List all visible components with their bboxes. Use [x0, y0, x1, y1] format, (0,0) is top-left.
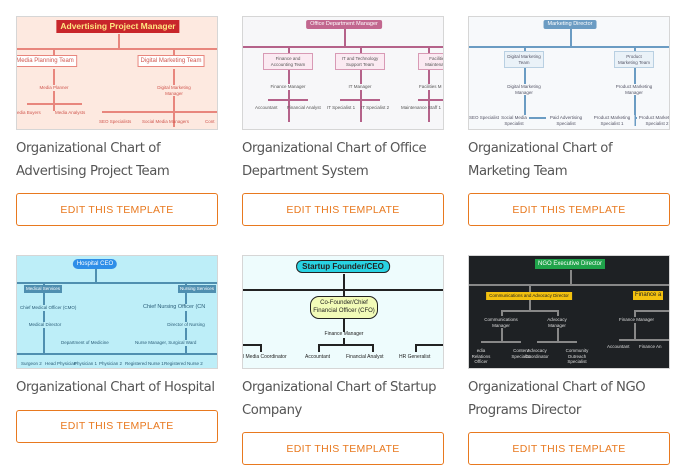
thumb-root-node: NGO Executive Director: [534, 259, 606, 269]
thumb-node: Financial Analyst: [287, 105, 321, 110]
edit-template-button[interactable]: EDIT THIS TEMPLATE: [16, 409, 218, 443]
thumb-node: Maintenance Staff 1: [401, 105, 441, 110]
thumb-node: Head Physician: [45, 361, 77, 366]
template-title[interactable]: Organizational Chart of Startup Company: [242, 380, 437, 418]
edit-template-button[interactable]: EDIT THIS TEMPLATE: [468, 193, 670, 226]
thumb-node: Cont: [205, 119, 215, 124]
template-card: Marketing Director Digital Marketing Tea…: [468, 16, 670, 226]
thumb-root-node: Startup Founder/CEO: [296, 260, 390, 273]
template-title[interactable]: Organizational Chart of Advertising Proj…: [16, 141, 170, 179]
template-title[interactable]: Organizational Chart of Hospital: [16, 380, 215, 395]
thumb-node: Media Planning Team: [17, 55, 77, 67]
template-thumbnail[interactable]: Startup Founder/CEO Co-Founder/Chief Fin…: [242, 255, 444, 369]
thumb-node: Director of Nursing: [167, 322, 205, 328]
template-thumbnail[interactable]: Hospital CEO Medical Services Nursing Se…: [16, 255, 218, 369]
thumb-node: Finance Manager: [324, 331, 364, 338]
template-thumbnail[interactable]: Office Department Manager Finance and Ac…: [242, 16, 444, 130]
thumb-node: Product Marketing Team: [614, 51, 654, 68]
thumb-node: Digital Marketing Manager: [504, 84, 544, 95]
thumb-root-node: Advertising Project Manager: [56, 20, 180, 33]
thumb-root-node: Hospital CEO: [72, 259, 118, 269]
thumb-node: HR Generalist: [399, 354, 431, 360]
thumb-node: Social Media Specialist: [499, 115, 529, 126]
thumb-node: Department of Medicine: [61, 340, 109, 346]
template-card: Office Department Manager Finance and Ac…: [242, 16, 444, 226]
thumb-node: Media Analysts: [55, 110, 86, 115]
template-thumbnail[interactable]: Advertising Project Manager Media Planni…: [16, 16, 218, 130]
thumb-node: SEO Specialist: [469, 115, 500, 121]
thumb-node: Chief Medical Officer (CMO): [20, 305, 77, 311]
thumb-node: Product Marketing Manager: [614, 84, 654, 95]
thumb-node: edia Relations Officer: [471, 348, 491, 364]
thumb-node: Co-Founder/Chief Financial Officer (CFO): [310, 296, 378, 319]
thumb-node: Chief Nursing Officer (CN: [143, 304, 206, 311]
template-thumbnail[interactable]: Marketing Director Digital Marketing Tea…: [468, 16, 670, 130]
template-title[interactable]: Organizational Chart of NGO Programs Dir…: [468, 380, 646, 418]
template-title[interactable]: Organizational Chart of Office Departmen…: [242, 141, 427, 179]
thumb-node: Accountant: [255, 105, 278, 110]
thumb-node: IT and Technology Support Team: [335, 53, 385, 70]
edit-template-button[interactable]: EDIT THIS TEMPLATE: [242, 193, 444, 226]
thumb-node: Accountant: [607, 344, 630, 349]
thumb-node: Medical Services: [23, 285, 63, 293]
thumb-node: Nursing Services: [177, 285, 217, 293]
thumb-node: Finance and Accounting Team: [263, 53, 313, 70]
thumb-node: Finance Manager: [619, 317, 655, 323]
thumb-node: Digital Marketing Manager: [154, 85, 194, 96]
thumb-node: Product Marketing Specialist 1: [589, 115, 635, 126]
thumb-node: Facilities Maintenance: [418, 53, 443, 70]
thumb-node: l Media Coordinator: [243, 354, 287, 360]
thumb-node: IT Specialist 2: [361, 105, 390, 110]
thumb-node: Digital Marketing Team: [504, 51, 544, 68]
thumb-node: Financial Analyst: [346, 354, 384, 360]
template-card: Hospital CEO Medical Services Nursing Se…: [16, 255, 218, 443]
thumb-root-node: Marketing Director: [543, 20, 597, 29]
thumb-node: Nurse Manager, Surgical Ward: [135, 340, 197, 346]
thumb-node: Medical Director: [28, 322, 62, 328]
thumb-node: Physician 1: [74, 361, 98, 366]
thumb-node: Accountant: [305, 354, 331, 360]
thumb-root-node: Office Department Manager: [306, 20, 382, 29]
thumb-node: IT Specialist 1: [327, 105, 356, 110]
thumb-node: edia Buyers: [17, 110, 41, 115]
thumb-node: Paid Advertising Specialist: [546, 115, 586, 126]
template-card: Startup Founder/CEO Co-Founder/Chief Fin…: [242, 255, 444, 465]
thumb-node: Advocacy Manager: [542, 317, 572, 328]
thumb-node: Finance An: [639, 344, 662, 349]
thumb-node: Content Specialist: [511, 348, 531, 359]
edit-template-button[interactable]: EDIT THIS TEMPLATE: [16, 193, 218, 226]
thumb-node: Registered Nurse 1: [125, 361, 164, 366]
template-card: Advertising Project Manager Media Planni…: [16, 16, 218, 226]
thumb-node: Advocacy Coordinator: [525, 348, 549, 359]
thumb-node: Facilities M: [419, 84, 442, 90]
template-thumbnail[interactable]: NGO Executive Director Communications an…: [468, 255, 670, 369]
edit-template-button[interactable]: EDIT THIS TEMPLATE: [468, 432, 670, 465]
thumb-node: Product Marketing Specialist 2: [637, 115, 669, 126]
thumb-node: Communications Manager: [483, 317, 519, 328]
thumb-node: Surgeon 2: [21, 361, 42, 366]
edit-template-button[interactable]: EDIT THIS TEMPLATE: [242, 432, 444, 465]
thumb-node: Finance a: [633, 291, 664, 300]
thumb-node: Digital Marketing Team: [137, 55, 205, 67]
thumb-node: Community Outreach Specialist: [565, 348, 589, 364]
template-title[interactable]: Organizational Chart of Marketing Team: [468, 141, 613, 179]
thumb-node: Registered Nurse 2: [164, 361, 203, 366]
thumb-node: Communications and Advocacy Director: [486, 292, 572, 300]
thumb-node: Social Media Managers: [142, 119, 190, 124]
template-card: NGO Executive Director Communications an…: [468, 255, 670, 465]
thumb-node: SEO Specialists: [99, 119, 132, 124]
thumb-node: Media Planner: [39, 85, 69, 91]
thumb-node: Physician 2: [99, 361, 123, 366]
thumb-node: Finance Manager: [270, 84, 306, 90]
thumb-node: IT Manager: [348, 84, 372, 90]
